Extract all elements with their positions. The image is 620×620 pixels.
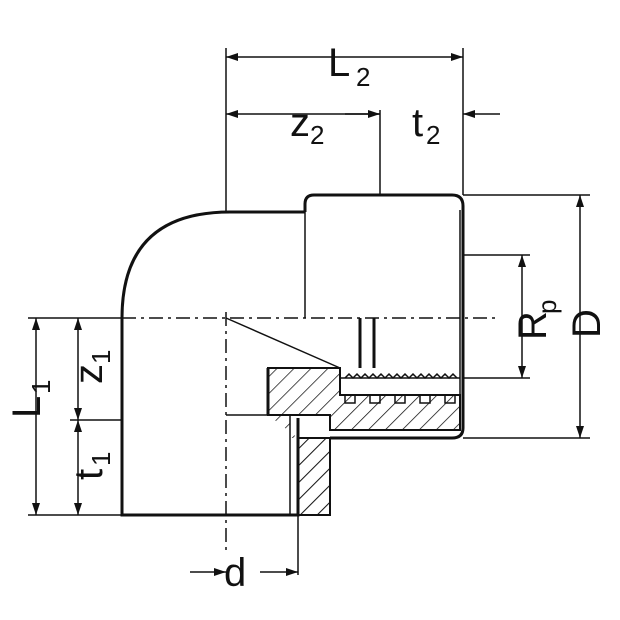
label-z2: z 2 — [290, 101, 324, 150]
svg-text:2: 2 — [310, 120, 324, 150]
elbow-body — [120, 193, 465, 517]
label-d: d — [224, 551, 246, 595]
label-L1: L 1 — [5, 380, 56, 418]
svg-text:1: 1 — [86, 350, 116, 364]
label-L2: L 2 — [328, 41, 370, 92]
svg-text:L: L — [5, 396, 49, 418]
svg-text:t: t — [412, 101, 423, 145]
svg-text:p: p — [532, 300, 562, 314]
dimension-lines — [32, 53, 584, 576]
label-Rp: R p — [511, 300, 562, 340]
svg-text:2: 2 — [356, 62, 370, 92]
label-t1: t 1 — [67, 452, 116, 480]
svg-text:d: d — [224, 551, 246, 595]
svg-text:D: D — [565, 309, 609, 338]
label-D: D — [565, 309, 609, 338]
svg-text:1: 1 — [26, 380, 56, 394]
svg-text:L: L — [328, 41, 350, 85]
svg-text:R: R — [511, 311, 555, 340]
svg-text:2: 2 — [426, 120, 440, 150]
svg-text:z: z — [67, 364, 111, 384]
svg-text:z: z — [290, 101, 310, 145]
svg-text:t: t — [67, 469, 111, 480]
section-hatch — [226, 318, 461, 516]
label-z1: z 1 — [67, 350, 116, 384]
center-lines — [122, 312, 500, 550]
svg-text:1: 1 — [86, 452, 116, 466]
label-t2: t 2 — [412, 101, 440, 150]
